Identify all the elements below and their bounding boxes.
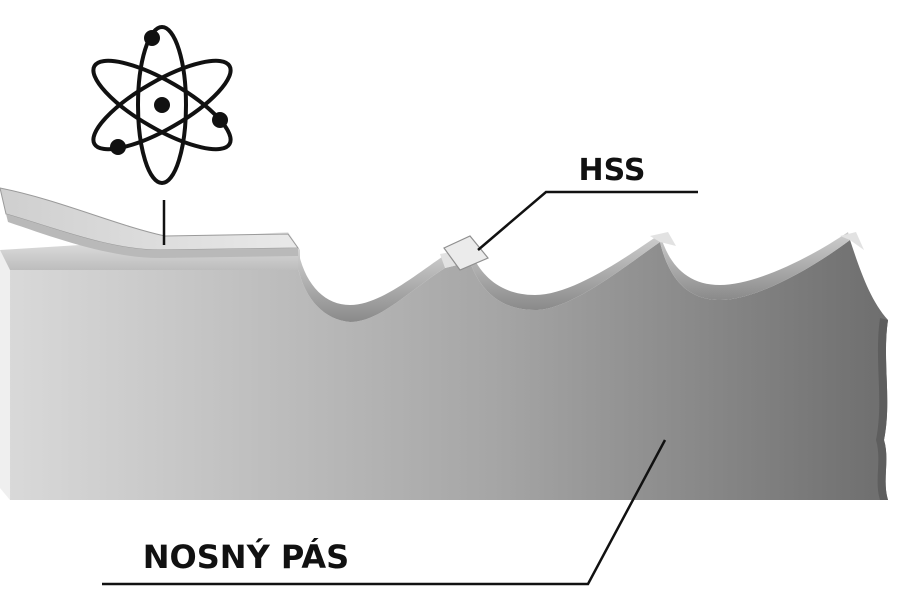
bonding-strip — [0, 187, 299, 251]
tooth-gullet-2 — [470, 234, 660, 310]
tooth-gullet-1 — [298, 250, 445, 322]
blade-front-face — [8, 240, 888, 500]
atom-icon — [91, 25, 233, 185]
hss-tip — [443, 235, 489, 271]
blade-right-edge — [876, 318, 888, 500]
tooth-tip-2 — [650, 232, 676, 246]
bonding-strip-edge — [6, 214, 298, 258]
carrier-band-label: NOSNÝ PÁS — [143, 538, 349, 576]
tooth-gullet-3 — [660, 232, 850, 300]
hss-label: HSS — [579, 153, 646, 188]
carrier-band-leader-line — [102, 439, 667, 586]
blade-left-edge — [0, 250, 10, 500]
tooth-tip-3 — [840, 232, 864, 250]
hss-leader-line — [477, 190, 698, 251]
